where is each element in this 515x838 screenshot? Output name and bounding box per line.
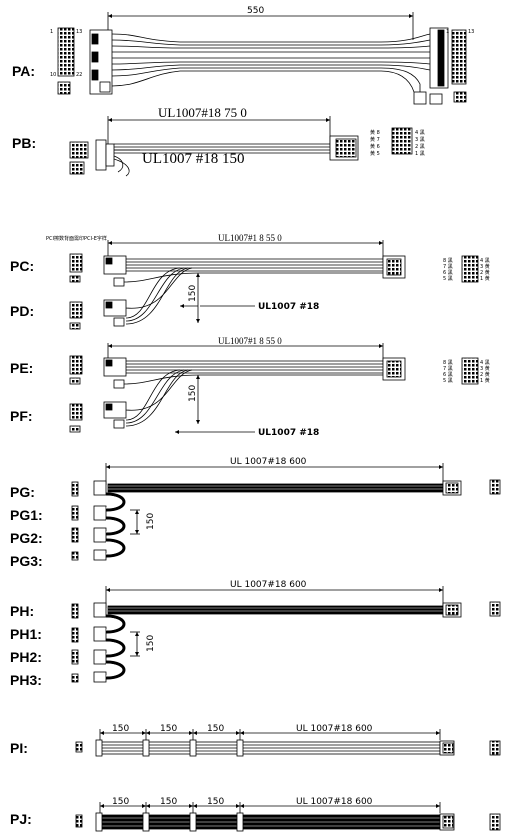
svg-text:4 黑: 4 黑 (480, 360, 490, 366)
label-pj: PJ: (10, 811, 32, 827)
pa-diagram (57, 12, 467, 105)
label-pg3: PG3: (10, 553, 43, 569)
svg-text:8 黑: 8 黑 (443, 360, 453, 366)
svg-text:2 黄: 2 黄 (480, 371, 490, 378)
label-ph3: PH3: (10, 672, 42, 688)
label-pc: PC: (10, 258, 35, 274)
svg-text:黄 7: 黄 7 (370, 136, 380, 143)
svg-text:黄 5: 黄 5 (370, 150, 380, 157)
pd-wire-gauge: UL1007 #18 (258, 302, 319, 312)
label-pb: PB: (12, 135, 37, 151)
label-pf: PF: (10, 408, 33, 424)
pb-mid-wire: UL1007 #18 150 (142, 151, 245, 167)
label-pa: PA: (12, 63, 36, 79)
svg-text:7 黑: 7 黑 (443, 264, 453, 270)
svg-text:4 黑: 4 黑 (480, 258, 490, 264)
pi-wire-length: UL 1007#18 600 (296, 724, 373, 734)
ph-drop-length: 150 (146, 635, 156, 652)
svg-text:3 黄: 3 黄 (480, 365, 490, 372)
pe-wire-length: UL1007#1 8 55 0 (218, 336, 282, 346)
pc-header-note: PCI擦数背面需印PCI-E字样 (46, 235, 107, 242)
pj-diagram (75, 802, 501, 832)
svg-text:7 黑: 7 黑 (443, 366, 453, 372)
label-pg2: PG2: (10, 530, 43, 546)
svg-text:3 黑: 3 黑 (415, 137, 425, 143)
pa-pin-13r: 13 (468, 29, 474, 35)
pg-drop-length: 150 (146, 513, 156, 530)
label-ph1: PH1: (10, 626, 42, 642)
svg-text:6 黑: 6 黑 (443, 372, 453, 378)
svg-text:8 黑: 8 黑 (443, 258, 453, 264)
pa-pin-10: 10 (50, 72, 56, 78)
svg-text:1 黑: 1 黑 (415, 151, 425, 157)
label-pg1: PG1: (10, 507, 43, 523)
label-pg: PG: (10, 484, 35, 500)
pi-segment-2: 150 (160, 724, 177, 734)
pb-pinout-text: 黄 8 黄 7 黄 6 黄 5 4 黑 3 黑 2 黑 1 黑 (370, 129, 425, 157)
pa-pin-1r: 1 (446, 29, 449, 35)
ph-diagram (71, 586, 501, 683)
pe-pinout-text: 8 黑 7 黑 6 黑 5 黑 4 黑 3 黄 2 黄 1 黄 (443, 360, 490, 384)
pi-segment-1: 150 (112, 724, 129, 734)
label-ph2: PH2: (10, 649, 42, 665)
pc-wire-length: UL1007#1 8 55 0 (218, 233, 282, 243)
svg-text:黄 6: 黄 6 (370, 143, 380, 150)
label-pd: PD: (10, 303, 35, 319)
pd-drop-length: 150 (188, 285, 198, 302)
svg-text:2 黑: 2 黑 (415, 144, 425, 150)
pa-pin-22: 22 (76, 72, 82, 78)
svg-text:1 黄: 1 黄 (480, 275, 490, 282)
svg-text:2 黄: 2 黄 (480, 269, 490, 276)
pf-drop-length: 150 (188, 385, 198, 402)
ph-wire-length: UL 1007#18 600 (230, 580, 307, 590)
pe-pf-diagram (69, 343, 479, 434)
pc-pd-diagram (69, 240, 479, 330)
pi-diagram (75, 729, 501, 757)
pj-segment-1: 150 (112, 797, 129, 807)
pb-top-wire: UL1007#18 75 0 (158, 105, 247, 120)
pa-pin-13: 13 (76, 29, 82, 35)
label-pi: PI: (10, 740, 28, 756)
pj-wire-length: UL 1007#18 600 (296, 797, 373, 807)
pg-wire-length: UL 1007#18 600 (230, 457, 307, 467)
pf-wire-gauge: UL1007 #18 (258, 428, 319, 438)
svg-text:4 黑: 4 黑 (415, 130, 425, 136)
label-pe: PE: (10, 360, 34, 376)
svg-text:5 黑: 5 黑 (443, 276, 453, 282)
pi-segment-3: 150 (207, 724, 224, 734)
pg-diagram (71, 463, 501, 561)
pa-length: 550 (247, 6, 264, 16)
pj-segment-3: 150 (207, 797, 224, 807)
svg-text:1 黄: 1 黄 (480, 377, 490, 384)
label-ph: PH: (10, 603, 35, 619)
pc-pinout-text: 8 黑 7 黑 6 黑 5 黑 4 黑 3 黄 2 黄 1 黄 (443, 258, 490, 282)
svg-text:5 黑: 5 黑 (443, 378, 453, 384)
pj-segment-2: 150 (160, 797, 177, 807)
svg-text:6 黑: 6 黑 (443, 270, 453, 276)
svg-text:3 黄: 3 黄 (480, 263, 490, 270)
svg-text:黄 8: 黄 8 (370, 129, 380, 136)
pb-diagram (69, 116, 413, 177)
pa-pin-1: 1 (50, 29, 53, 35)
